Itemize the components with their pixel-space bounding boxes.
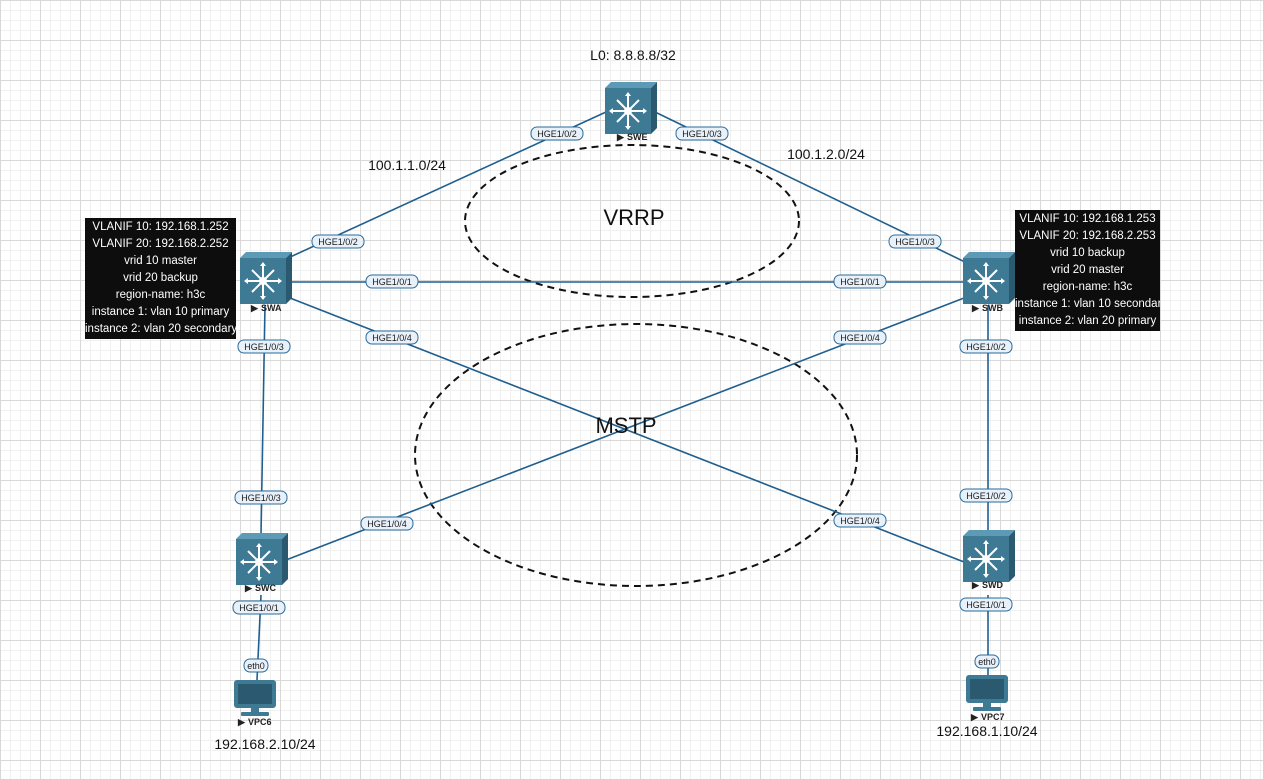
svg-text:HGE1/0/4: HGE1/0/4 bbox=[840, 333, 880, 343]
svg-text:HGE1/0/3: HGE1/0/3 bbox=[895, 237, 935, 247]
svg-text:HGE1/0/2: HGE1/0/2 bbox=[966, 342, 1006, 352]
port-label: HGE1/0/3 bbox=[675, 126, 729, 141]
config-line: vrid 10 backup bbox=[1050, 247, 1125, 259]
port-label: HGE1/0/1 bbox=[365, 274, 419, 289]
device-name: VPC6 bbox=[248, 717, 272, 727]
port-label: HGE1/0/2 bbox=[959, 488, 1013, 503]
config-line: instance 1: vlan 10 secondary bbox=[1015, 298, 1160, 310]
config-line: vrid 20 master bbox=[1051, 264, 1124, 276]
config-line: VLANIF 20: 192.168.2.252 bbox=[92, 238, 229, 250]
switch-swd[interactable]: ▶ SWD bbox=[962, 529, 1016, 590]
device-name: SWE bbox=[627, 132, 648, 142]
svg-text:HGE1/0/2: HGE1/0/2 bbox=[318, 237, 358, 247]
device-name: VPC7 bbox=[981, 712, 1005, 722]
svg-text:HGE1/0/2: HGE1/0/2 bbox=[537, 129, 577, 139]
port-label: HGE1/0/4 bbox=[360, 516, 414, 531]
loopback-label: L0: 8.8.8.8/32 bbox=[590, 47, 676, 63]
svg-text:▶: ▶ bbox=[616, 132, 625, 142]
svg-text:HGE1/0/3: HGE1/0/3 bbox=[244, 342, 284, 352]
config-line: instance 2: vlan 20 primary bbox=[1018, 315, 1157, 327]
svg-text:▶: ▶ bbox=[970, 712, 979, 722]
port-label: eth0 bbox=[243, 658, 269, 673]
device-name: SWC bbox=[255, 583, 276, 593]
port-label: HGE1/0/4 bbox=[833, 330, 887, 345]
switch-swe[interactable]: ▶ SWE bbox=[604, 81, 658, 142]
port-label: HGE1/0/3 bbox=[234, 490, 288, 505]
swb-config-box: VLANIF 10: 192.168.1.253 VLANIF 20: 192.… bbox=[1015, 210, 1160, 331]
svg-text:HGE1/0/4: HGE1/0/4 bbox=[840, 516, 880, 526]
svg-text:HGE1/0/3: HGE1/0/3 bbox=[682, 129, 722, 139]
mstp-label: MSTP bbox=[595, 413, 656, 438]
config-line: VLANIF 10: 192.168.1.253 bbox=[1019, 213, 1156, 225]
vrrp-ellipse bbox=[464, 144, 800, 298]
switch-icon bbox=[235, 532, 289, 586]
port-label: eth0 bbox=[974, 654, 1000, 669]
port-label: HGE1/0/3 bbox=[237, 339, 291, 354]
svg-text:HGE1/0/2: HGE1/0/2 bbox=[966, 491, 1006, 501]
config-line: instance 2: vlan 20 secondary bbox=[85, 323, 236, 335]
network-left-label: 100.1.1.0/24 bbox=[368, 157, 446, 173]
svg-text:HGE1/0/4: HGE1/0/4 bbox=[367, 519, 407, 529]
switch-icon bbox=[962, 251, 1016, 305]
svg-text:HGE1/0/4: HGE1/0/4 bbox=[372, 333, 412, 343]
svg-text:eth0: eth0 bbox=[247, 661, 265, 671]
device-name: SWD bbox=[982, 580, 1003, 590]
port-label: HGE1/0/2 bbox=[959, 339, 1013, 354]
svg-text:▶: ▶ bbox=[244, 583, 253, 593]
switch-icon bbox=[239, 251, 293, 305]
port-label: HGE1/0/1 bbox=[833, 274, 887, 289]
svg-text:HGE1/0/1: HGE1/0/1 bbox=[840, 277, 880, 287]
port-label: HGE1/0/1 bbox=[232, 600, 286, 615]
monitor-icon bbox=[234, 680, 276, 716]
network-right-label: 100.1.2.0/24 bbox=[787, 146, 865, 162]
port-label: HGE1/0/3 bbox=[888, 234, 942, 249]
config-line: region-name: h3c bbox=[115, 289, 206, 301]
port-label: HGE1/0/2 bbox=[530, 126, 584, 141]
svg-text:▶: ▶ bbox=[250, 303, 259, 313]
vpc7-ip-label: 192.168.1.10/24 bbox=[936, 723, 1037, 739]
port-label: HGE1/0/4 bbox=[365, 330, 419, 345]
mstp-ellipse bbox=[414, 323, 858, 587]
config-line: region-name: h3c bbox=[1042, 281, 1133, 293]
config-line: vrid 10 master bbox=[124, 255, 197, 267]
vpc6-ip-label: 192.168.2.10/24 bbox=[214, 736, 315, 752]
switch-icon bbox=[962, 529, 1016, 583]
swa-config-box: VLANIF 10: 192.168.1.252 VLANIF 20: 192.… bbox=[85, 218, 236, 339]
switch-icon bbox=[604, 81, 658, 135]
config-line: vrid 20 backup bbox=[123, 272, 198, 284]
device-name: SWA bbox=[261, 303, 282, 313]
svg-text:HGE1/0/1: HGE1/0/1 bbox=[239, 603, 279, 613]
switch-swc[interactable]: ▶ SWC bbox=[235, 532, 289, 593]
svg-text:▶: ▶ bbox=[237, 717, 246, 727]
monitor-icon bbox=[966, 675, 1008, 711]
svg-text:eth0: eth0 bbox=[978, 657, 996, 667]
switch-swb[interactable]: ▶ SWB bbox=[962, 251, 1016, 313]
config-line: VLANIF 10: 192.168.1.252 bbox=[92, 221, 229, 233]
port-label: HGE1/0/4 bbox=[833, 513, 887, 528]
device-name: SWB bbox=[982, 303, 1003, 313]
port-label: HGE1/0/1 bbox=[959, 597, 1013, 612]
svg-text:HGE1/0/3: HGE1/0/3 bbox=[241, 493, 281, 503]
svg-text:HGE1/0/1: HGE1/0/1 bbox=[372, 277, 412, 287]
config-line: VLANIF 20: 192.168.2.253 bbox=[1019, 230, 1156, 242]
svg-text:▶: ▶ bbox=[971, 580, 980, 590]
switch-swa[interactable]: ▶ SWA bbox=[239, 251, 293, 313]
svg-text:▶: ▶ bbox=[971, 303, 980, 313]
pc-vpc6[interactable]: ▶ VPC6 bbox=[234, 680, 276, 727]
config-line: instance 1: vlan 10 primary bbox=[91, 306, 230, 318]
pc-vpc7[interactable]: ▶ VPC7 bbox=[966, 675, 1008, 722]
port-label: HGE1/0/2 bbox=[311, 234, 365, 249]
vrrp-label: VRRP bbox=[603, 205, 664, 230]
svg-text:HGE1/0/1: HGE1/0/1 bbox=[966, 600, 1006, 610]
